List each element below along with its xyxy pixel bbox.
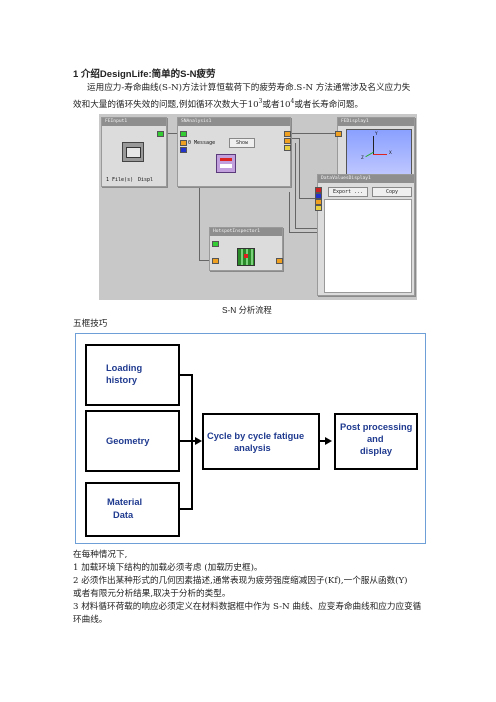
notes-paragraph: 在每种情况下, 1 加载环境下结构的加载必须考虑 (加载历史框)。 2 必须作出…: [73, 549, 433, 627]
note-item-3-line1: 3 材料循环荷载的响应必须定义在材料数据框中作为 S-N 曲线、应变寿命曲线和应…: [73, 602, 422, 612]
arrow-line: [191, 440, 196, 442]
post-processing-box: Post processing and display: [334, 413, 418, 470]
geometry-box: Geometry: [85, 410, 180, 472]
material-data-label-line2: Data: [113, 510, 134, 520]
input-port-orange[interactable]: [180, 140, 187, 146]
intro-paragraph: 运用应力-寿命曲线(S-N)方法计算恒载荷下的疲劳寿命.S-N 方法通常涉及名义…: [73, 82, 431, 112]
input-port-orange[interactable]: [315, 199, 322, 205]
sn-curve-icon: [216, 154, 236, 173]
data-values-display-title: DataValuesDisplay1: [318, 175, 414, 183]
notes-intro: 在每种情况下,: [73, 550, 128, 560]
output-port-orange[interactable]: [284, 131, 291, 137]
output-port-orange[interactable]: [284, 138, 291, 144]
axis-y-label: Y: [375, 132, 378, 137]
exponent-3: 3: [258, 98, 263, 105]
displ-checkbox-label: Displ: [138, 177, 154, 183]
copy-button[interactable]: Copy: [372, 187, 412, 197]
fe-input-title: FEInput1: [102, 118, 166, 126]
input-port-orange[interactable]: [212, 258, 219, 264]
arrow-line: [320, 440, 326, 442]
arrow-head: [325, 437, 332, 445]
geometry-label: Geometry: [106, 436, 150, 446]
exponent-4: 4: [290, 98, 295, 105]
wire: [291, 138, 299, 139]
wire: [291, 133, 337, 134]
wire: [199, 168, 200, 260]
workflow-diagram: FEInput1 1 File(s) Displ SNAnalysis1 0 M…: [99, 114, 417, 300]
input-port-blue[interactable]: [180, 147, 187, 153]
sn-analysis-node[interactable]: SNAnalysis1 0 Message Show: [177, 117, 291, 187]
export-button[interactable]: Export ...: [328, 187, 368, 197]
3d-viewport[interactable]: Y Z X: [346, 129, 412, 177]
message-count-label: 0 Message: [188, 140, 216, 146]
hotspot-inspector-node[interactable]: HotspotInspector1: [209, 227, 283, 271]
arrow-line: [180, 374, 192, 376]
figure-caption: S-N 分析流程: [222, 305, 272, 315]
output-port-orange[interactable]: [276, 258, 283, 264]
output-port-green[interactable]: [157, 131, 164, 137]
wire: [295, 143, 296, 228]
fe-display-title: FEDisplay1: [338, 118, 414, 126]
hotspot-grid-icon: [237, 248, 255, 266]
section-heading: 1 介绍DesignLife:简单的S-N疲劳: [73, 69, 216, 80]
wire: [199, 260, 209, 261]
arrow-line: [180, 440, 192, 442]
wire: [167, 133, 177, 134]
sn-analysis-title: SNAnalysis1: [178, 118, 290, 126]
input-port-orange[interactable]: [335, 131, 342, 137]
note-item-1: 1 加载环境下结构的加载必须考虑 (加载历史框)。: [73, 563, 263, 573]
wire: [299, 138, 300, 198]
material-data-label-line1: Material: [107, 497, 143, 507]
hotspot-inspector-title: HotspotInspector1: [210, 228, 282, 236]
show-button[interactable]: Show: [229, 138, 255, 148]
arrow-line: [180, 508, 192, 510]
cycle-fatigue-label-line1: Cycle by cycle fatigue: [207, 431, 305, 441]
fe-input-icon: [122, 142, 144, 162]
intro-line2-mid: 或者10: [262, 99, 291, 110]
arrow-connector: [191, 374, 193, 510]
wire: [295, 228, 317, 229]
input-port-yellow[interactable]: [315, 205, 322, 211]
axis-x-label: X: [389, 151, 392, 156]
input-port-green[interactable]: [180, 131, 187, 137]
output-port-yellow[interactable]: [284, 145, 291, 151]
intro-line1: 运用应力-寿命曲线(S-N)方法计算恒载荷下的疲劳寿命.S-N 方法通常涉及名义…: [87, 83, 411, 93]
input-port-green[interactable]: [212, 241, 219, 247]
wire: [289, 192, 290, 232]
cycle-fatigue-label-line2: analysis: [234, 443, 271, 453]
intro-line2-prefix: 效和大量的循环失效的问题,例如循环次数大于10: [73, 99, 259, 110]
note-item-2-line2: 或者有限元分析结果,取决于分析的类型。: [73, 589, 231, 599]
five-box-diagram: Loading history Geometry Material Data C…: [75, 333, 426, 544]
loading-history-box: Loading history: [85, 344, 180, 406]
input-port-red[interactable]: [315, 187, 322, 193]
data-values-panel[interactable]: [324, 199, 412, 293]
file-count-label: 1 File(s): [106, 177, 134, 183]
axis-z-label: Z: [361, 156, 364, 161]
material-data-box: Material Data: [85, 482, 180, 537]
wire: [299, 198, 317, 199]
note-item-2-line1: 2 必须作出某种形式的几何因素描述,通常表现为疲劳强度缩减因子(Kf),一个服从…: [73, 576, 408, 586]
section-title: 五框技巧: [73, 319, 108, 329]
cycle-fatigue-analysis-box: Cycle by cycle fatigue analysis: [202, 413, 320, 470]
wire: [289, 232, 317, 233]
input-port-blue[interactable]: [315, 193, 322, 199]
post-processing-label-line1: Post processing: [340, 422, 413, 432]
arrow-head: [195, 437, 202, 445]
post-processing-label-line3: display: [360, 446, 393, 456]
intro-line2-suffix: 或者长寿命问题。: [294, 99, 364, 110]
note-item-3-line2: 环曲线。: [73, 615, 108, 625]
loading-history-label-line2: history: [106, 375, 137, 385]
data-values-display-node[interactable]: DataValuesDisplay1 Export ... Copy: [315, 174, 415, 296]
loading-history-label-line1: Loading: [106, 363, 143, 373]
post-processing-label-line2: and: [367, 434, 384, 444]
fe-input-node[interactable]: FEInput1 1 File(s) Displ: [101, 117, 167, 187]
